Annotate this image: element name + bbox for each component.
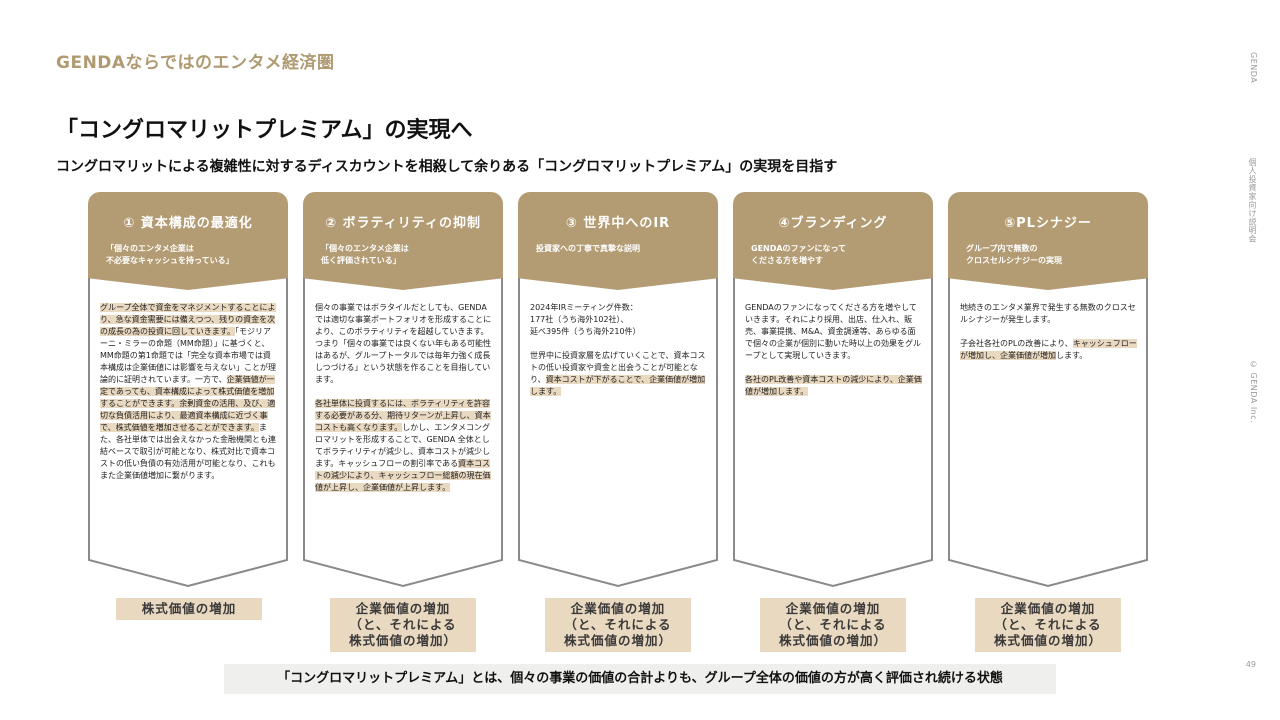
pillar-title: ② ボラティリティの抑制 <box>325 216 481 231</box>
footer-banner: 「コングロマリットプレミアム」とは、個々の事業の価値の合計よりも、グループ全体の… <box>224 664 1056 694</box>
pillar-text: GENDAのファンになってくださる方を増やしていきます。それにより採用、出店、仕… <box>745 302 923 410</box>
pillar-paragraph: 世界中に投資家層を広げていくことで、資本コストの低い投資家や資金と出会うことが可… <box>530 350 708 398</box>
section-title: GENDAならではのエンタメ経済圏 <box>56 53 335 73</box>
pillar-paragraph: GENDAのファンになってくださる方を増やしていきます。それにより採用、出店、仕… <box>745 302 923 362</box>
body-text: また、各社単体では出会えなかった金融機関とも連結ベースで取引が可能となり、株式対… <box>100 423 276 480</box>
pillar-result: 株式価値の増加 <box>116 598 262 620</box>
pillar-result: 企業価値の増加 （と、それによる 株式価値の増加） <box>330 598 476 652</box>
body-text: 個々の事業ではボラタイルだとしても、GENDAでは適切な事業ポートフォリオを形成… <box>315 303 491 384</box>
pillar-quote: GENDAのファンになって くださる方を増やす <box>751 244 847 265</box>
pillar-quote: 「個々のエンタメ企業は 低く評価されている」 <box>321 244 409 265</box>
body-text: 2024年IRミーティング件数： 177社（うち海外102社）、 延べ395件（… <box>530 303 641 336</box>
body-text: しかし、エンタメコングロマリットを形成することで、GENDA 全体としてボラティ… <box>315 423 491 468</box>
pillar-outline <box>518 278 718 588</box>
pillar-paragraph: 各社のPL改善や資本コストの減少により、企業価値が増加します。 <box>745 374 923 398</box>
pillar-header: ④ブランディング GENDAのファンになって くださる方を増やす <box>733 192 933 290</box>
pillar-paragraph: 各社単体に投資するには、ボラティリティを許容する必要がある分、期待リターンが上昇… <box>315 398 493 494</box>
pillar-text: 地続きのエンタメ業界で発生する無数のクロスセルシナジーが発生します。子会社各社の… <box>960 302 1138 374</box>
body-text: します。 <box>1056 351 1088 360</box>
pillar-quote: 投資家への丁寧で真摯な説明 <box>536 244 640 253</box>
body-text: 「モジリアーニ・ミラーの命題（MM命題）」に基づくと、MM命題の第1命題では「完… <box>100 327 276 384</box>
body-text: 地続きのエンタメ業界で発生する無数のクロスセルシナジーが発生します。 <box>960 303 1136 324</box>
pillar-header: ⑤PLシナジー グループ内で無数の クロスセルシナジーの実現 <box>948 192 1148 290</box>
page-number: 49 <box>1245 660 1256 669</box>
pillar-quote: グループ内で無数の クロスセルシナジーの実現 <box>966 244 1062 265</box>
pillar-title: ⑤PLシナジー <box>1004 216 1092 231</box>
pillar-title: ③ 世界中へのIR <box>565 216 671 231</box>
body-text: GENDAのファンになってくださる方を増やしていきます。それにより採用、出店、仕… <box>745 303 921 360</box>
body-text: 子会社各社のPLの改善により、 <box>960 339 1073 348</box>
page-title: 「コングロマリットプレミアム」の実現へ <box>56 118 473 143</box>
pillar-outline <box>733 278 933 588</box>
pillar-outline <box>303 278 503 588</box>
pillar-body: 2024年IRミーティング件数： 177社（うち海外102社）、 延べ395件（… <box>518 278 718 588</box>
pillar-title: ① 資本構成の最適化 <box>123 216 253 231</box>
pillar-result: 企業価値の増加 （と、それによる 株式価値の増加） <box>760 598 906 652</box>
pillar-text: 個々の事業ではボラタイルだとしても、GENDAでは適切な事業ポートフォリオを形成… <box>315 302 493 506</box>
side-copyright: © GENDA Inc. <box>1249 360 1258 424</box>
pillar-body: 地続きのエンタメ業界で発生する無数のクロスセルシナジーが発生します。子会社各社の… <box>948 278 1148 588</box>
pillar-outline <box>948 278 1148 588</box>
side-document-name: 個人投資家向け説明会 <box>1248 158 1257 243</box>
pillar-paragraph: 個々の事業ではボラタイルだとしても、GENDAでは適切な事業ポートフォリオを形成… <box>315 302 493 386</box>
pillars-area: ① 資本構成の最適化 「個々のエンタメ企業は 不必要なキャッシュを持っている」 … <box>88 192 1148 652</box>
pillar-text: 2024年IRミーティング件数： 177社（うち海外102社）、 延べ395件（… <box>530 302 708 410</box>
pillar-body: GENDAのファンになってくださる方を増やしていきます。それにより採用、出店、仕… <box>733 278 933 588</box>
side-brand: GENDA <box>1249 52 1258 84</box>
pillar-body: グループ全体で資金をマネジメントすることにより、急な資金需要には備えつつ、残りの… <box>88 278 288 588</box>
pillar-result: 企業価値の増加 （と、それによる 株式価値の増加） <box>975 598 1121 652</box>
body-text: 世界中に投資家層を広げていくことで、資本コストの低い投資家や資金と出会うことが可… <box>530 351 706 384</box>
pillar-outline <box>88 278 288 588</box>
pillar-header: ① 資本構成の最適化 「個々のエンタメ企業は 不必要なキャッシュを持っている」 <box>88 192 288 290</box>
pillar-paragraph: 子会社各社のPLの改善により、キャッシュフローが増加し、企業価値が増加します。 <box>960 338 1138 362</box>
pillar-quote: 「個々のエンタメ企業は 不必要なキャッシュを持っている」 <box>106 244 234 265</box>
pillar-text: グループ全体で資金をマネジメントすることにより、急な資金需要には備えつつ、残りの… <box>100 302 278 494</box>
pillar-result: 企業価値の増加 （と、それによる 株式価値の増加） <box>545 598 691 652</box>
pillar-paragraph: 2024年IRミーティング件数： 177社（うち海外102社）、 延べ395件（… <box>530 302 708 338</box>
pillar-paragraph: グループ全体で資金をマネジメントすることにより、急な資金需要には備えつつ、残りの… <box>100 302 278 482</box>
pillar-title: ④ブランディング <box>778 216 888 231</box>
pillar-header: ② ボラティリティの抑制 「個々のエンタメ企業は 低く評価されている」 <box>303 192 503 290</box>
pillar-paragraph: 地続きのエンタメ業界で発生する無数のクロスセルシナジーが発生します。 <box>960 302 1138 326</box>
pillar-body: 個々の事業ではボラタイルだとしても、GENDAでは適切な事業ポートフォリオを形成… <box>303 278 503 588</box>
highlighted-text: 各社のPL改善や資本コストの減少により、企業価値が増加します。 <box>745 375 922 396</box>
pillar-header: ③ 世界中へのIR 投資家への丁寧で真摯な説明 <box>518 192 718 290</box>
page-subtitle: コングロマリットによる複雑性に対するディスカウントを相殺して余りある「コングロマ… <box>56 159 838 175</box>
highlighted-text: 資本コストが下がることで、企業価値が増加します。 <box>530 375 706 396</box>
